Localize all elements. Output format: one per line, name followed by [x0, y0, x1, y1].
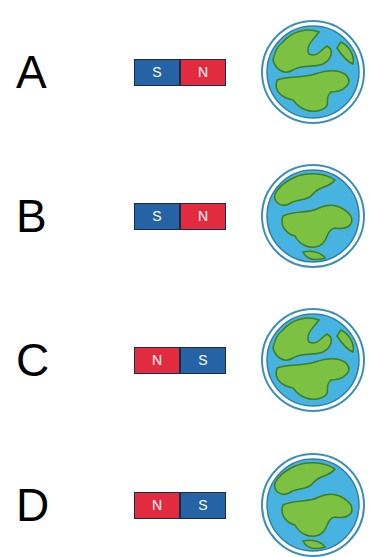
magnet-pole: N — [134, 492, 180, 519]
option-letter: D — [16, 482, 49, 528]
magnet-pole: N — [134, 347, 180, 374]
earth — [262, 165, 364, 267]
pole-letter: S — [198, 498, 207, 512]
earth — [262, 454, 364, 556]
option-letter: A — [16, 49, 47, 95]
pole-letter: S — [152, 65, 161, 79]
magnet-pole: S — [134, 203, 180, 230]
magnet-pole: S — [134, 59, 180, 86]
magnet-pole: N — [180, 203, 226, 230]
pole-letter: S — [152, 209, 161, 223]
option-letter: C — [16, 337, 49, 383]
magnet-pole: S — [180, 347, 226, 374]
earth — [262, 309, 364, 411]
pole-letter: N — [198, 209, 208, 223]
pole-letter: S — [198, 353, 207, 367]
pole-letter: N — [198, 65, 208, 79]
pole-letter: N — [152, 353, 162, 367]
option-letter: B — [16, 193, 47, 239]
magnet-pole: S — [180, 492, 226, 519]
earth — [262, 21, 364, 123]
pole-letter: N — [152, 498, 162, 512]
magnet-pole: N — [180, 59, 226, 86]
